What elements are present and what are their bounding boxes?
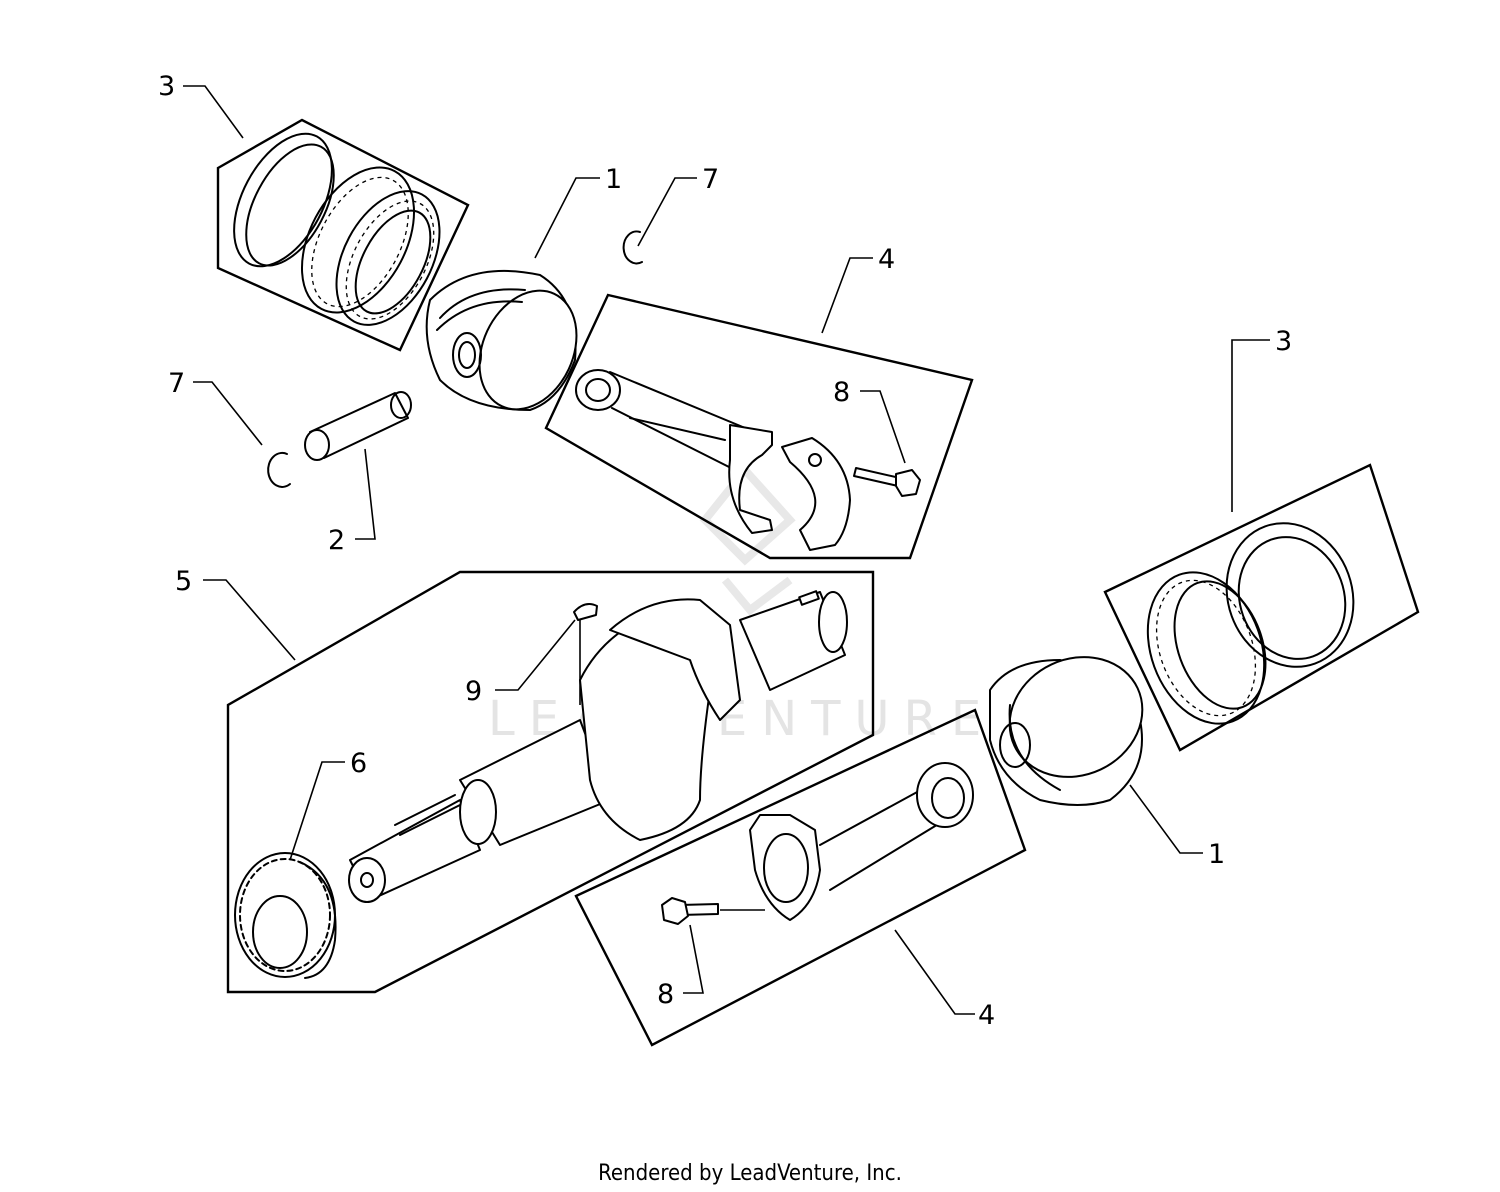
piston-ring-set-right (1146, 522, 1355, 725)
callout-4-top: 4 (878, 244, 895, 275)
rod-bolt-bottom (661, 897, 719, 925)
piston-ring-set-box-right (1103, 463, 1420, 752)
piston-right (989, 656, 1144, 806)
connecting-rod-top (575, 369, 851, 551)
leader-lines (183, 85, 1270, 1015)
crankshaft-box (226, 570, 875, 994)
rod-bolt-top (853, 467, 921, 497)
connecting-rod-bottom (749, 762, 974, 921)
woodruff-key (573, 603, 598, 621)
callout-6: 6 (350, 748, 367, 779)
callout-7-top: 7 (702, 164, 719, 195)
circlip-top (622, 230, 643, 265)
callout-5: 5 (175, 566, 192, 597)
piston-ring-set-box-top (216, 118, 470, 352)
piston-ring-set-top (233, 132, 441, 326)
circlip-left (267, 451, 291, 488)
callout-4-bottom: 4 (978, 1000, 995, 1031)
rendered-by-credit: Rendered by LeadVenture, Inc. (598, 1161, 902, 1186)
callout-1-right: 1 (1208, 839, 1225, 870)
crankshaft (348, 590, 848, 903)
callout-3-right: 3 (1275, 326, 1292, 357)
piston-pin (304, 391, 412, 461)
callout-3-top: 3 (158, 71, 175, 102)
callout-8-bottom: 8 (657, 979, 674, 1010)
timing-gear (234, 852, 337, 979)
callout-8-top: 8 (833, 377, 850, 408)
connecting-rod-box-top (544, 293, 974, 560)
callout-1-top: 1 (605, 164, 622, 195)
callout-7-left: 7 (168, 368, 185, 399)
callout-2: 2 (328, 525, 345, 556)
callout-9: 9 (465, 676, 482, 707)
piston-top (425, 269, 578, 411)
connecting-rod-box-bottom (574, 708, 1027, 1047)
callout-numbers: 3 1 7 4 3 7 8 2 5 9 6 1 8 4 (158, 71, 1292, 1031)
